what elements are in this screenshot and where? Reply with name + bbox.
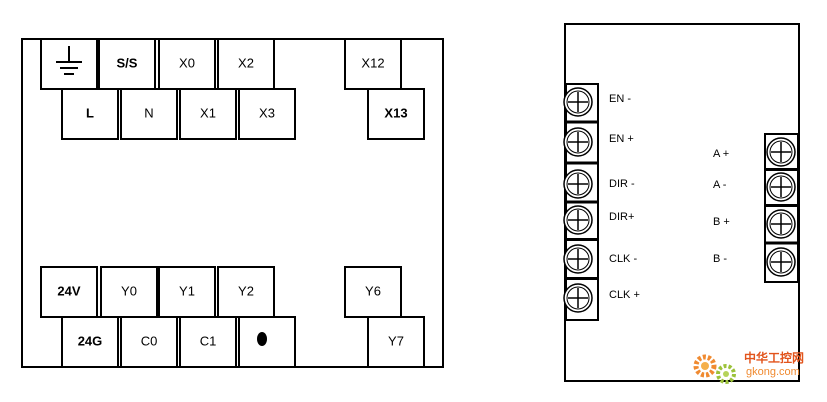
terminal-x12: X12	[344, 38, 402, 90]
terminal-24g: 24G	[61, 316, 119, 368]
terminal-c1: C1	[179, 316, 237, 368]
terminal-label: Y1	[179, 283, 195, 298]
terminal-label: 24V	[57, 283, 80, 298]
screw-terminal-icon	[563, 283, 593, 313]
screw-terminal-icon	[766, 172, 796, 202]
terminal-y1: Y1	[158, 266, 216, 318]
screw-terminal-icon	[563, 169, 593, 199]
signal-label-a-plus: A +	[713, 148, 729, 160]
terminal-y2: Y2	[217, 266, 275, 318]
terminal-label: C0	[141, 333, 158, 348]
terminal-label: 24G	[78, 333, 103, 348]
driver-body	[564, 23, 800, 382]
watermark-en-text: gkong.com	[746, 366, 800, 378]
terminal-label: X2	[238, 55, 254, 70]
terminal-label: X12	[361, 55, 384, 70]
watermark-logo: 中华工控网 gkong.com	[693, 350, 804, 384]
signal-label-b-plus: B +	[713, 216, 730, 228]
terminal-x1: X1	[179, 88, 237, 140]
terminal-dot	[238, 316, 296, 368]
watermark-cn-text: 中华工控网	[744, 350, 804, 365]
terminal-x2: X2	[217, 38, 275, 90]
signal-label-en-minus: EN -	[609, 93, 631, 105]
terminal-label: Y7	[388, 333, 404, 348]
screw-terminal-icon	[563, 244, 593, 274]
signal-label-dir-minus: DIR -	[609, 178, 635, 190]
terminal-c0: C0	[120, 316, 178, 368]
terminal-label: L	[86, 105, 94, 120]
terminal-label: Y0	[121, 283, 137, 298]
driver-left-terminal-strip	[563, 83, 599, 321]
terminal-label: Y6	[365, 283, 381, 298]
terminal-l: L	[61, 88, 119, 140]
screw-terminal-icon	[766, 137, 796, 167]
terminal-y6: Y6	[344, 266, 402, 318]
terminal-x3: X3	[238, 88, 296, 140]
screw-terminal-icon	[766, 209, 796, 239]
terminal-label: X13	[384, 105, 407, 120]
signal-label-clk-minus: CLK -	[609, 253, 637, 265]
terminal-label: Y2	[238, 283, 254, 298]
ground-icon	[56, 46, 82, 75]
terminal-n: N	[120, 88, 178, 140]
screw-terminal-icon	[766, 247, 796, 277]
signal-label-dir-plus: DIR+	[609, 211, 634, 223]
terminal-label: N	[144, 105, 153, 120]
driver-right-terminal-strip	[764, 133, 799, 283]
terminal-ground	[40, 38, 98, 90]
terminal-label: X3	[259, 105, 275, 120]
gear-icon	[693, 354, 736, 384]
terminal-label: X0	[179, 55, 195, 70]
terminal-label: S/S	[117, 55, 138, 70]
screw-terminal-icon	[563, 205, 593, 235]
signal-label-a-minus: A -	[713, 179, 727, 191]
terminal-label: X1	[200, 105, 216, 120]
terminal-label: C1	[200, 333, 217, 348]
signal-label-clk-plus: CLK +	[609, 289, 640, 301]
terminal-x13: X13	[367, 88, 425, 140]
signal-label-en-plus: EN +	[609, 133, 634, 145]
terminal-y0: Y0	[100, 266, 158, 318]
screw-terminal-icon	[563, 87, 593, 117]
filled-dot-icon	[257, 332, 267, 346]
screw-terminal-icon	[563, 127, 593, 157]
terminal-24v: 24V	[40, 266, 98, 318]
signal-label-b-minus: B -	[713, 253, 727, 265]
terminal-x0: X0	[158, 38, 216, 90]
terminal-y7: Y7	[367, 316, 425, 368]
terminal-ss: S/S	[98, 38, 156, 90]
